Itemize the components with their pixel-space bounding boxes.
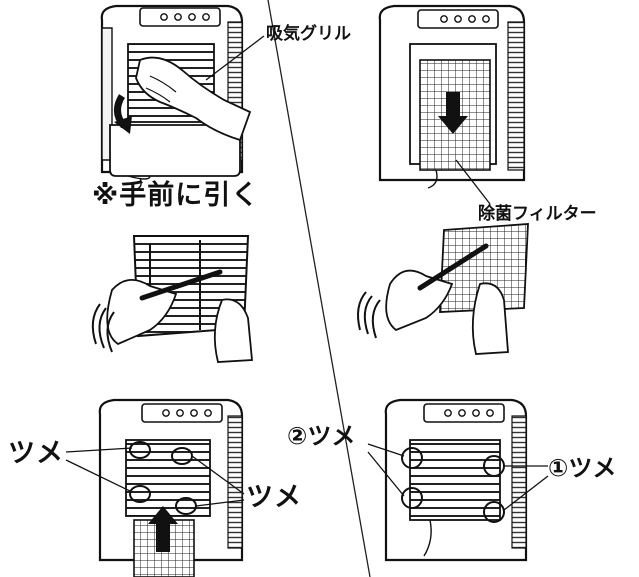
tab-leader-lines-left xyxy=(65,447,245,507)
intake-grill-cleaning xyxy=(91,235,253,363)
tab-leader-lines-right xyxy=(367,443,549,511)
tab-circle xyxy=(129,485,151,503)
pull-forward-note: ※手前に引く xyxy=(92,180,260,211)
up-arrow-step5 xyxy=(148,506,178,552)
tab-label-right: ツメ xyxy=(246,482,302,513)
filter-cleaning xyxy=(357,223,529,355)
filter-leader-line xyxy=(455,159,491,205)
tab-1-label: ①ツメ xyxy=(548,454,617,482)
down-arrow-step2 xyxy=(438,92,468,134)
panel-divider-line xyxy=(267,0,371,577)
dehumidifier-unit-step5 xyxy=(98,398,244,577)
grill-leader-line xyxy=(205,35,265,81)
tab-label-left: ツメ xyxy=(8,438,64,469)
tab-circle xyxy=(129,441,151,459)
tab-circle xyxy=(483,501,505,523)
tab-circle xyxy=(401,447,423,469)
tab-2-label: ②ツメ xyxy=(287,422,356,450)
intake-grill-label: 吸気グリル xyxy=(266,24,351,44)
hand-pulling-grill xyxy=(135,56,252,142)
curved-pull-arrow xyxy=(114,94,132,134)
dehumidifier-unit-step6 xyxy=(384,398,528,562)
tab-circle xyxy=(401,487,423,509)
antibacterial-filter-label: 除菌フィルター xyxy=(478,204,597,224)
